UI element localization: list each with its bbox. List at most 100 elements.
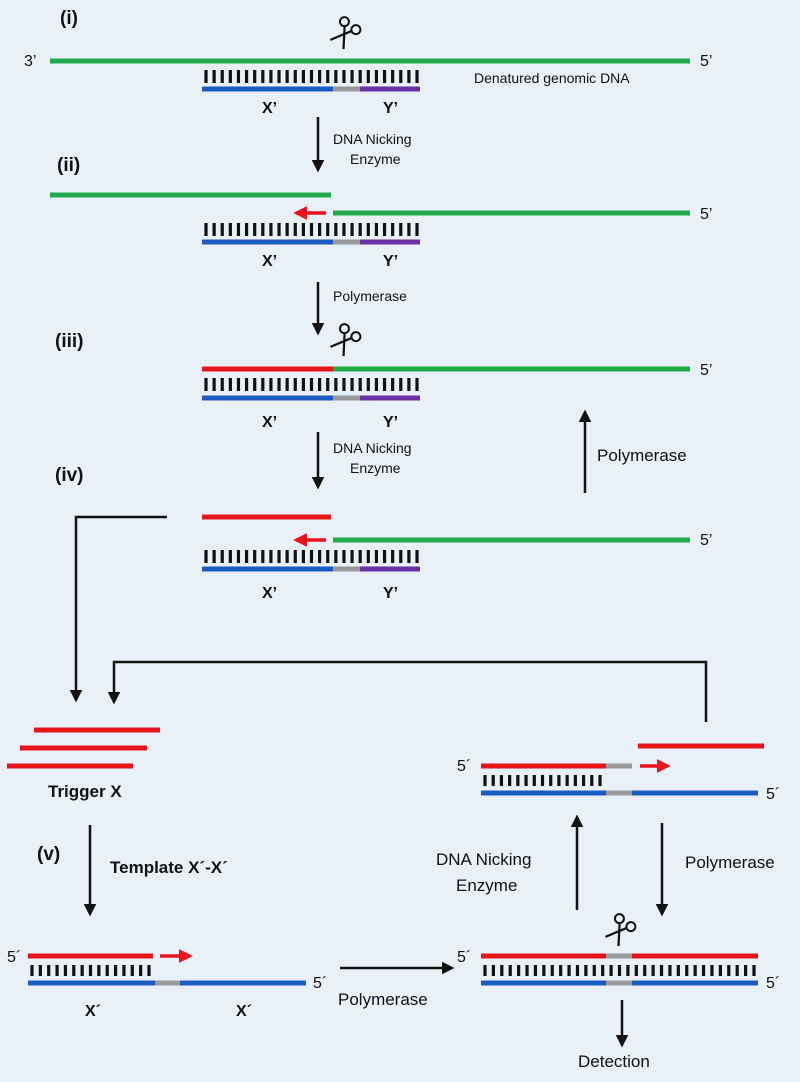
- base-pair-rung: [659, 965, 664, 976]
- five-prime-end-label: 5’: [700, 206, 712, 223]
- base-pair-rung: [309, 70, 314, 83]
- base-pair-rung: [204, 378, 208, 391]
- base-pair-rung: [752, 965, 756, 976]
- base-pair-rung: [269, 378, 273, 391]
- polymerase-label: Polymerase: [685, 853, 775, 872]
- base-pair-rung: [342, 223, 346, 236]
- five-prime-end-label: 5´: [457, 949, 471, 966]
- base-pair-rung: [228, 378, 232, 391]
- base-pair-rung: [567, 965, 571, 976]
- base-pair-rung: [30, 965, 34, 976]
- base-pair-rung: [350, 378, 354, 391]
- five-prime-end-label: 5’: [700, 532, 712, 549]
- base-pair-rung: [253, 223, 257, 236]
- base-pair-rung: [105, 965, 109, 976]
- base-pair-rung: [415, 378, 419, 391]
- step-label-iv: (iv): [55, 465, 84, 486]
- base-pair-rung: [72, 965, 76, 976]
- base-pair-rung: [97, 965, 101, 976]
- base-pair-rung: [508, 965, 512, 976]
- base-pair-rung: [391, 378, 395, 391]
- base-pair-rung: [685, 965, 689, 976]
- base-pair-rung: [550, 965, 554, 976]
- base-pair-rung: [342, 550, 346, 563]
- base-pair-rung: [277, 70, 281, 83]
- base-pair-rung: [220, 223, 224, 236]
- base-pair-rung: [415, 70, 419, 83]
- base-pair-rung: [525, 965, 529, 976]
- base-pair-rung: [399, 550, 403, 563]
- base-pair-rung: [617, 965, 622, 976]
- base-pair-rung: [244, 378, 249, 391]
- base-pair-rung: [139, 965, 143, 976]
- base-pair-rung: [374, 378, 379, 391]
- segment-label-y-prime: Y’: [383, 585, 398, 602]
- base-pair-rung: [285, 378, 289, 391]
- base-pair-rung: [718, 965, 722, 976]
- base-pair-rung: [147, 965, 151, 976]
- five-prime-end-label: 5´: [457, 758, 471, 775]
- base-pair-rung: [326, 378, 330, 391]
- five-prime-end-label: 5’: [700, 362, 712, 379]
- base-pair-rung: [261, 550, 265, 563]
- base-pair-rung: [334, 70, 338, 83]
- base-pair-rung: [269, 223, 273, 236]
- base-pair-rung: [204, 550, 208, 563]
- base-pair-rung: [130, 965, 134, 976]
- base-pair-rung: [326, 70, 330, 83]
- base-pair-rung: [244, 550, 249, 563]
- base-pair-rung: [735, 965, 739, 976]
- five-prime-end-label: 5´: [766, 975, 780, 992]
- base-pair-rung: [80, 965, 84, 976]
- base-pair-rung: [374, 70, 379, 83]
- base-pair-rung: [285, 550, 289, 563]
- base-pair-rung: [382, 550, 387, 563]
- base-pair-rung: [516, 775, 520, 786]
- base-pair-rung: [407, 70, 411, 83]
- base-pair-rung: [244, 223, 249, 236]
- base-pair-rung: [334, 550, 338, 563]
- five-prime-end-label: 5´: [7, 949, 21, 966]
- template-label: Template X´-X´: [110, 858, 228, 877]
- nicking-enzyme-label-line1: DNA Nicking: [436, 850, 531, 869]
- base-pair-rung: [634, 965, 638, 976]
- polymerase-label: Polymerase: [333, 288, 407, 304]
- base-pair-rung: [358, 223, 362, 236]
- base-pair-rung: [293, 70, 297, 83]
- base-pair-rung: [212, 70, 216, 83]
- base-pair-rung: [491, 775, 495, 786]
- base-pair-rung: [559, 965, 563, 976]
- base-pair-rung: [277, 550, 281, 563]
- base-pair-rung: [334, 223, 338, 236]
- base-pair-rung: [557, 775, 561, 786]
- diagram-drawing: [7, 14, 764, 1048]
- base-pair-rung: [236, 70, 241, 83]
- base-pair-rung: [301, 550, 305, 563]
- base-pair-rung: [500, 965, 504, 976]
- base-pair-rung: [540, 775, 545, 786]
- base-pair-rung: [350, 550, 354, 563]
- base-pair-rung: [358, 378, 362, 391]
- base-pair-rung: [350, 70, 354, 83]
- base-pair-rung: [533, 965, 538, 976]
- base-pair-rung: [285, 223, 289, 236]
- base-pair-rung: [391, 550, 395, 563]
- base-pair-rung: [228, 223, 232, 236]
- nicking-enzyme-label-line2: Enzyme: [350, 460, 401, 476]
- base-pair-rung: [399, 223, 403, 236]
- base-pair-rung: [382, 378, 387, 391]
- base-pair-rung: [391, 223, 395, 236]
- base-pair-rung: [285, 70, 289, 83]
- base-pair-rung: [565, 775, 569, 786]
- base-pair-rung: [55, 965, 59, 976]
- base-pair-rung: [358, 550, 362, 563]
- base-pair-rung: [301, 70, 305, 83]
- base-pair-rung: [483, 965, 487, 976]
- base-pair-rung: [710, 965, 714, 976]
- base-pair-rung: [581, 775, 586, 786]
- base-pair-rung: [366, 550, 370, 563]
- base-pair-rung: [309, 550, 314, 563]
- base-pair-rung: [643, 965, 647, 976]
- nicking-enzyme-label-line2: Enzyme: [456, 876, 517, 895]
